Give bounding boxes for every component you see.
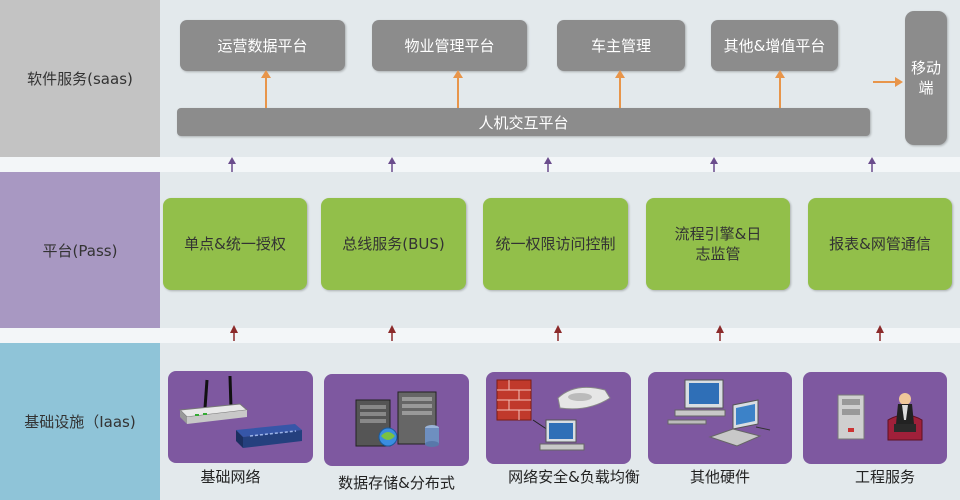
firewall-icon [496,379,611,451]
saas-layer-label: 软件服务(saas) [0,0,160,157]
app-box-car-owner: 车主管理 [557,20,685,71]
infra-caption-hardware: 其他硬件 [689,468,750,486]
router-icon [178,375,302,448]
server-storage-icon [355,391,439,447]
app-box-property: 物业管理平台 [372,20,527,71]
module-sso-auth: 单点&统一授权 [163,198,307,290]
interaction-platform-bar: 人机交互平台 [177,108,870,136]
infra-caption-engineering: 工程服务 [854,468,915,486]
paas-band [0,172,960,328]
iaas-band [0,343,960,500]
infra-box-engineering [803,372,947,464]
module-bus: 总线服务(BUS) [321,198,466,290]
engineer-icon [837,393,923,441]
app-box-other-value: 其他&增值平台 [711,20,838,71]
paas-layer-label: 平台(Pass) [0,172,160,328]
infra-box-storage [324,374,469,466]
infra-caption-network: 基础网络 [200,468,261,486]
computer-icon [667,379,771,447]
module-workflow-log: 流程引擎&日志监管 [646,198,790,290]
infra-caption-security: 网络安全&负载均衡 [508,468,640,486]
app-box-ops-data: 运营数据平台 [180,20,345,71]
paas-to-saas-arrows [228,157,876,172]
saas-orange-arrows [261,70,903,108]
iaas-layer-label: 基础设施（Iaas) [0,343,160,500]
iaas-to-paas-arrows [230,325,884,341]
mobile-box: 移动端 [905,11,947,145]
module-access-control: 统一权限访问控制 [483,198,628,290]
infra-caption-storage: 数据存储&分布式 [338,474,455,492]
module-report-netmgmt: 报表&网管通信 [808,198,952,290]
